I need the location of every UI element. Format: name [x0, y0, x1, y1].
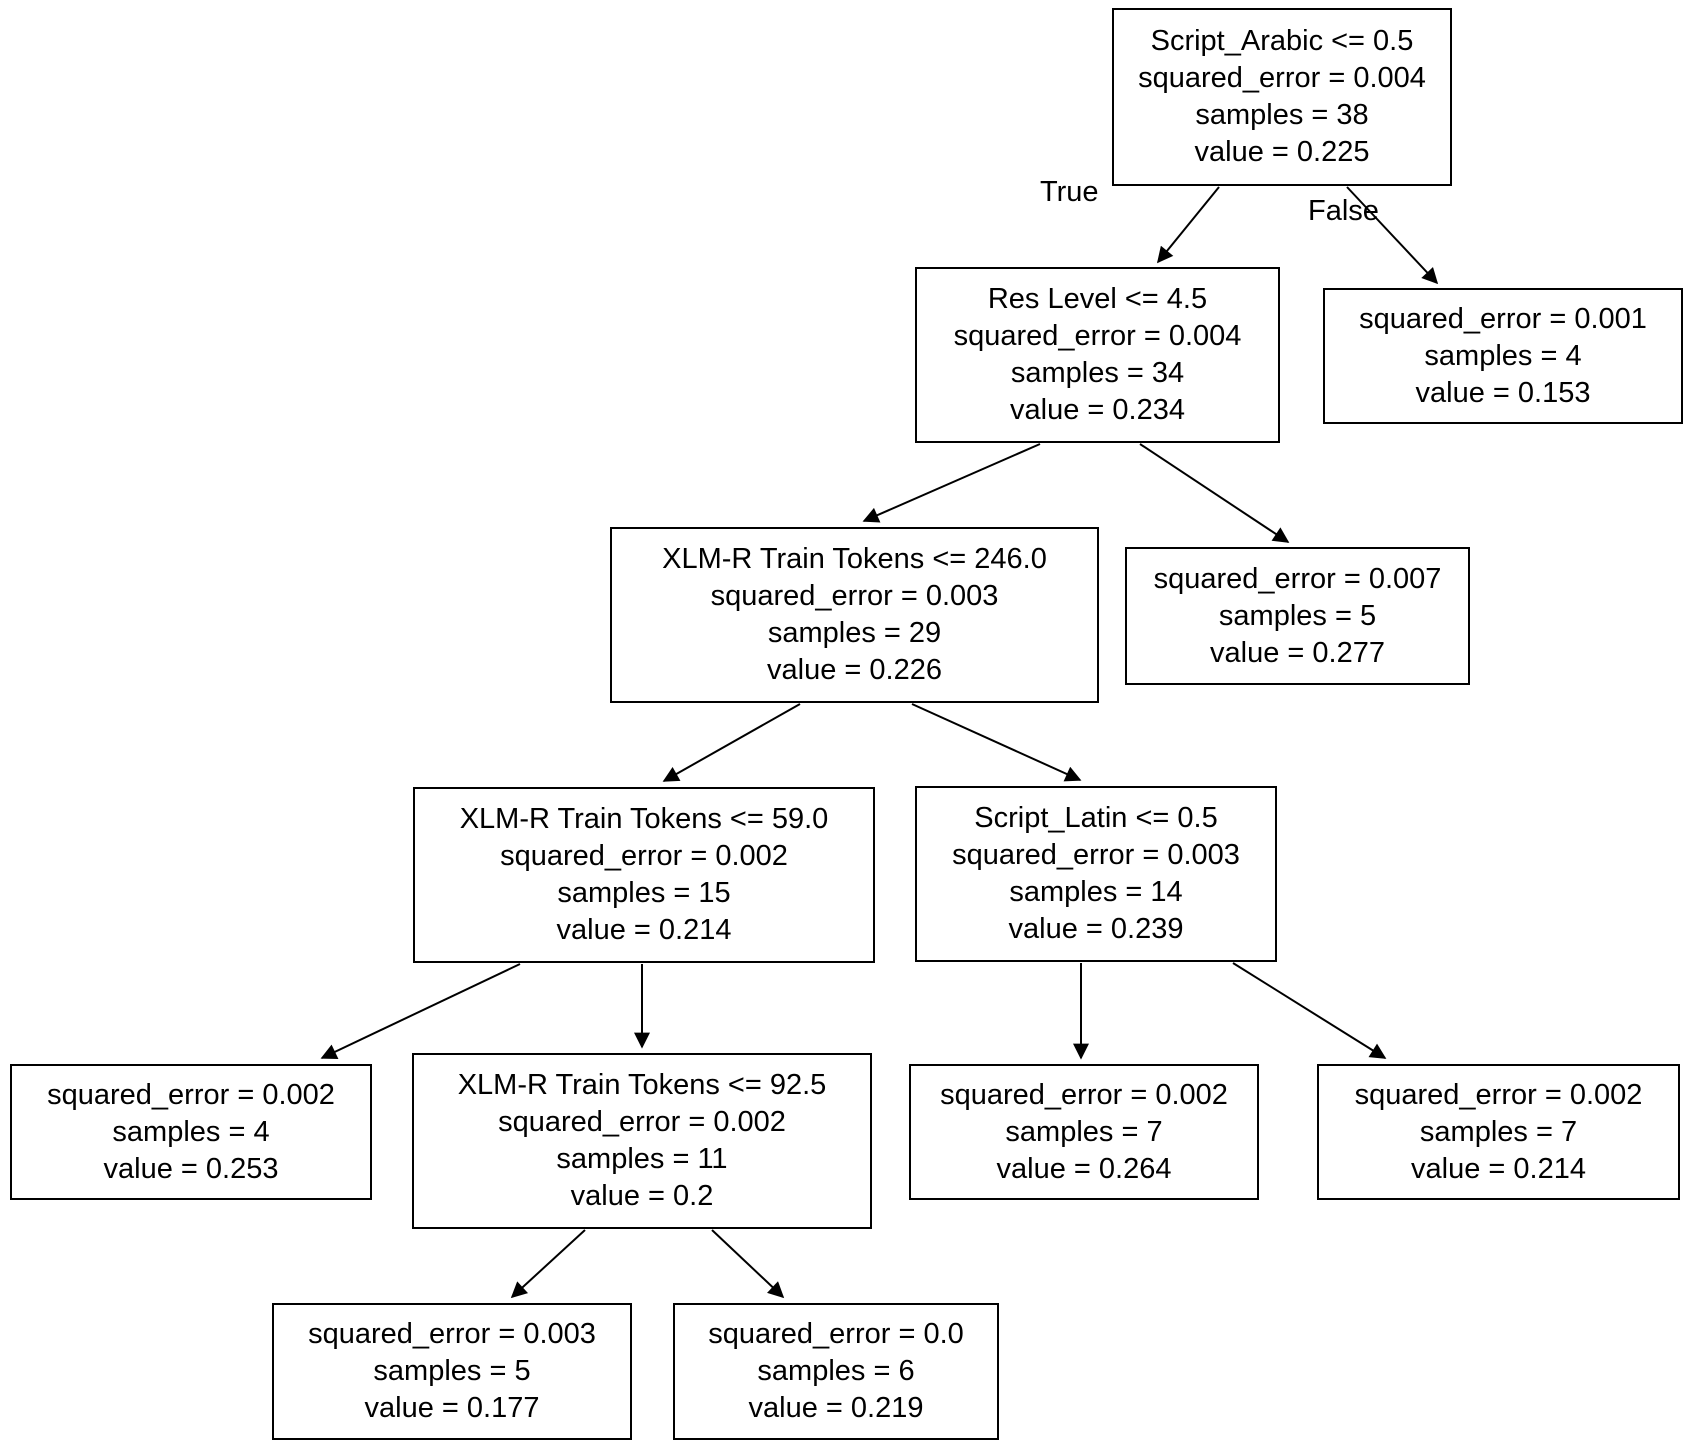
edge-label-true: True	[1040, 176, 1099, 208]
tree-node-train-tokens-246: XLM-R Train Tokens <= 246.0 squared_erro…	[610, 527, 1099, 703]
node-squared-error: squared_error = 0.001	[1359, 302, 1647, 335]
edge-tokens92-true	[510, 1229, 586, 1299]
node-squared-error: squared_error = 0.003	[952, 839, 1240, 871]
edge-tokens92-false	[711, 1229, 785, 1299]
node-samples: samples = 5	[373, 1355, 531, 1387]
node-samples: samples = 29	[767, 617, 942, 649]
node-squared-error: squared_error = 0.002	[940, 1078, 1228, 1111]
tree-leaf-value-0153: squared_error = 0.001 samples = 4 value …	[1323, 288, 1683, 424]
node-squared-error: squared_error = 0.007	[1153, 562, 1442, 595]
node-samples: samples = 34	[1010, 357, 1185, 389]
node-condition: Script_Latin <= 0.5	[974, 802, 1218, 834]
tree-node-root-script-arabic: Script_Arabic <= 0.5 squared_error = 0.0…	[1112, 8, 1452, 186]
node-value: value = 0.277	[1210, 636, 1385, 669]
tree-leaf-value-0219: squared_error = 0.0 samples = 6 value = …	[673, 1303, 999, 1440]
edge-reslevel-true	[862, 443, 1041, 523]
node-samples: samples = 11	[556, 1143, 728, 1175]
node-samples: samples = 38	[1195, 99, 1369, 131]
tree-node-train-tokens-92: XLM-R Train Tokens <= 92.5 squared_error…	[412, 1053, 872, 1229]
node-squared-error: squared_error = 0.003	[308, 1318, 596, 1350]
tree-node-train-tokens-59: XLM-R Train Tokens <= 59.0 squared_error…	[413, 787, 875, 963]
node-value: value = 0.226	[767, 654, 942, 686]
node-value: value = 0.219	[748, 1392, 924, 1424]
edge-label-false: False	[1308, 195, 1379, 227]
node-value: value = 0.239	[1008, 913, 1184, 945]
node-samples: samples = 4	[1424, 339, 1582, 372]
node-samples: samples = 6	[757, 1355, 915, 1387]
node-value: value = 0.264	[996, 1152, 1172, 1185]
node-samples: samples = 14	[1009, 876, 1183, 908]
edge-tokens59-true	[320, 963, 521, 1060]
node-value: value = 0.214	[1411, 1152, 1586, 1185]
node-condition: XLM-R Train Tokens <= 59.0	[459, 803, 829, 835]
tree-node-res-level: Res Level <= 4.5 squared_error = 0.004 s…	[915, 267, 1280, 443]
node-squared-error: squared_error = 0.0	[708, 1318, 964, 1350]
node-value: value = 0.225	[1194, 136, 1370, 168]
node-condition: Res Level <= 4.5	[987, 283, 1208, 315]
node-squared-error: squared_error = 0.004	[1138, 62, 1426, 94]
tree-leaf-value-0177: squared_error = 0.003 samples = 5 value …	[272, 1303, 632, 1440]
node-squared-error: squared_error = 0.002	[1354, 1078, 1643, 1111]
edge-tokens246-true	[662, 703, 801, 782]
node-squared-error: squared_error = 0.002	[498, 1106, 786, 1138]
tree-leaf-value-0214: squared_error = 0.002 samples = 7 value …	[1317, 1064, 1680, 1200]
node-squared-error: squared_error = 0.002	[500, 840, 788, 872]
node-value: value = 0.177	[364, 1392, 540, 1424]
node-samples: samples = 4	[112, 1115, 270, 1148]
node-condition: XLM-R Train Tokens <= 92.5	[457, 1069, 827, 1101]
node-squared-error: squared_error = 0.002	[47, 1078, 335, 1111]
tree-leaf-value-0264: squared_error = 0.002 samples = 7 value …	[909, 1064, 1259, 1200]
node-samples: samples = 15	[557, 877, 731, 909]
edge-root-true	[1156, 186, 1220, 264]
edge-scriptlatin-false	[1232, 962, 1387, 1059]
node-value: value = 0.234	[1010, 394, 1185, 426]
node-samples: samples = 7	[1419, 1115, 1578, 1148]
node-samples: samples = 7	[1005, 1115, 1163, 1148]
node-value: value = 0.2	[570, 1180, 714, 1212]
node-condition: Script_Arabic <= 0.5	[1150, 25, 1414, 57]
edge-tokens246-false	[911, 703, 1082, 782]
tree-node-script-latin: Script_Latin <= 0.5 squared_error = 0.00…	[915, 786, 1277, 962]
node-squared-error: squared_error = 0.004	[953, 320, 1242, 352]
node-value: value = 0.253	[103, 1152, 279, 1185]
tree-leaf-value-0253: squared_error = 0.002 samples = 4 value …	[10, 1064, 372, 1200]
edge-reslevel-false	[1139, 443, 1290, 543]
node-squared-error: squared_error = 0.003	[710, 580, 999, 612]
node-value: value = 0.214	[556, 914, 732, 946]
edge-root-false	[1346, 186, 1439, 285]
node-condition: XLM-R Train Tokens <= 246.0	[662, 543, 1047, 575]
node-samples: samples = 5	[1218, 599, 1377, 632]
node-value: value = 0.153	[1415, 376, 1591, 409]
tree-leaf-value-0277: squared_error = 0.007 samples = 5 value …	[1125, 547, 1470, 685]
